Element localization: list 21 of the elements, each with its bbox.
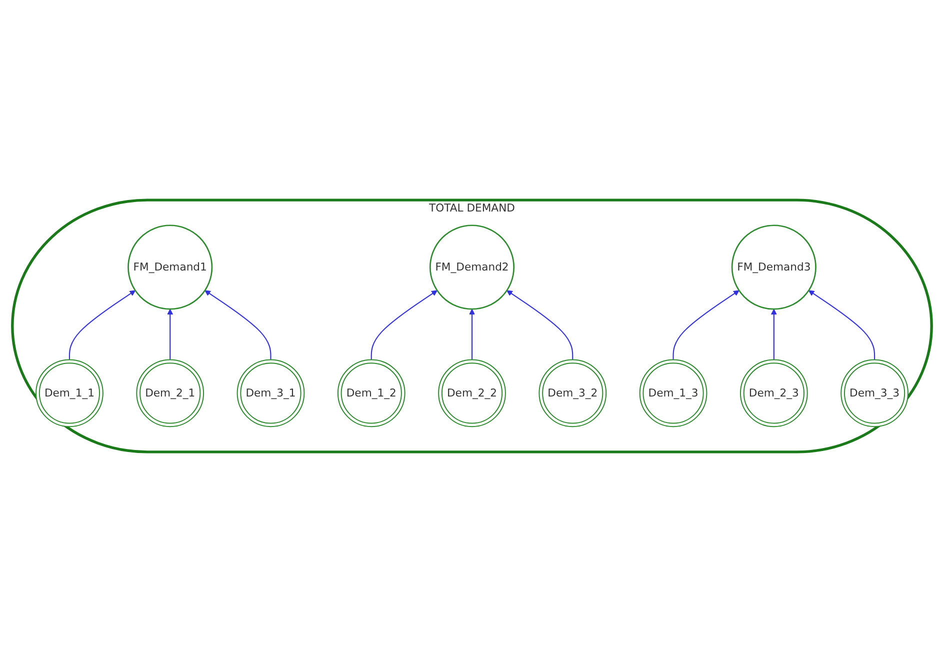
arrow	[370, 290, 438, 360]
node-circle: Dem_2_3	[740, 359, 808, 428]
arrow	[808, 290, 876, 360]
arrow	[506, 290, 574, 360]
node-circle: Dem_3_3	[840, 359, 908, 428]
node-circle: FM_Demand3	[731, 224, 816, 310]
node-circle: Dem_1_2	[337, 359, 406, 428]
arrow	[204, 290, 272, 360]
node-circle: Dem_3_2	[538, 359, 607, 428]
node-circle: FM_Demand2	[429, 224, 515, 310]
node-circle: Dem_1_1	[36, 359, 104, 428]
node-circle: Dem_1_3	[639, 359, 708, 428]
node-circle: FM_Demand1	[128, 224, 213, 310]
arrow	[68, 290, 136, 360]
arrow	[469, 308, 475, 360]
arrow	[167, 308, 174, 360]
node-circle: Dem_2_2	[438, 359, 506, 428]
node-circle: Dem_3_1	[236, 359, 305, 428]
node-circle: Dem_2_1	[136, 359, 204, 428]
arrow	[672, 290, 740, 360]
arrow	[770, 308, 777, 360]
